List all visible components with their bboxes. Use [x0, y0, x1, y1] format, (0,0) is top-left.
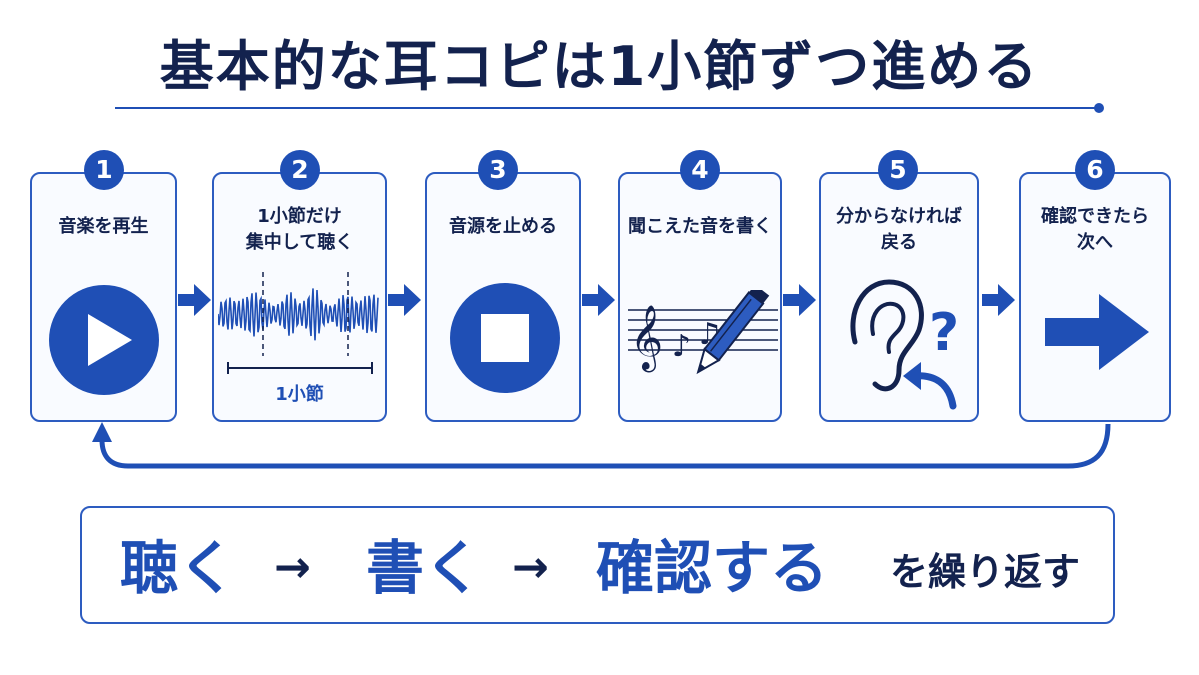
- measure-label: 1小節: [275, 384, 324, 405]
- svg-text:♪: ♪: [672, 329, 691, 364]
- step-label-2-line1: 1小節だけ: [257, 206, 342, 227]
- step-label-2-line2: 集中して聴く: [245, 232, 354, 253]
- right-arrow-icon: [582, 284, 615, 316]
- loop-back-arrow: [92, 422, 1111, 469]
- summary-tail: を繰り返す: [890, 550, 1081, 594]
- step-label-1: 音楽を再生: [58, 216, 149, 237]
- step-badge-5: 5: [878, 150, 918, 190]
- stop-icon: [450, 283, 560, 393]
- title-underline: [115, 107, 1098, 109]
- page-title: 基本的な耳コピは1小節ずつ進める: [159, 35, 1040, 98]
- next-arrow-icon: [1045, 294, 1149, 370]
- step-label-5-line2: 戻る: [881, 232, 917, 253]
- svg-text:?: ?: [929, 303, 959, 363]
- step-badge-3: 3: [478, 150, 518, 190]
- step-card-6: 確認できたら 次へ: [1019, 172, 1171, 422]
- step-card-5: 分からなければ 戻る ?: [819, 172, 979, 422]
- music-notation-pencil-icon: 𝄞 ♪ ♫: [628, 290, 778, 375]
- step-label-4: 聞こえた音を書く: [628, 216, 772, 237]
- summary-arrow-2: →: [512, 542, 549, 593]
- play-icon: [49, 285, 159, 395]
- step-badge-2: 2: [280, 150, 320, 190]
- summary-word-listen: 聴く: [120, 534, 237, 602]
- step-card-4: 聞こえた音を書く 𝄞 ♪ ♫: [618, 172, 782, 422]
- summary-box: 聴く → 書く → 確認する を繰り返す: [80, 506, 1115, 624]
- right-arrow-icon: [783, 284, 816, 316]
- step-badge-1: 1: [84, 150, 124, 190]
- step-card-1: 音楽を再生: [30, 172, 177, 422]
- step-label-6-line2: 次へ: [1077, 232, 1113, 253]
- title-underline-dot: [1094, 103, 1104, 113]
- step-label-5-line1: 分からなければ: [836, 206, 962, 227]
- step-label-6-line1: 確認できたら: [1041, 206, 1149, 227]
- step-card-3: 音源を止める: [425, 172, 581, 422]
- right-arrow-icon: [178, 284, 211, 316]
- step-badge-6: 6: [1075, 150, 1115, 190]
- right-arrow-icon: [982, 284, 1015, 316]
- step-badge-4: 4: [680, 150, 720, 190]
- summary-word-write: 書く: [366, 534, 483, 602]
- step-card-2: 1小節だけ 集中して聴く 1小節: [212, 172, 387, 422]
- svg-text:𝄞: 𝄞: [630, 305, 663, 372]
- step-label-3: 音源を止める: [449, 216, 557, 237]
- summary-arrow-1: →: [274, 542, 311, 593]
- right-arrow-icon: [388, 284, 421, 316]
- summary-word-confirm: 確認する: [596, 534, 829, 602]
- waveform-icon: [218, 272, 379, 374]
- ear-question-back-icon: ?: [850, 279, 959, 410]
